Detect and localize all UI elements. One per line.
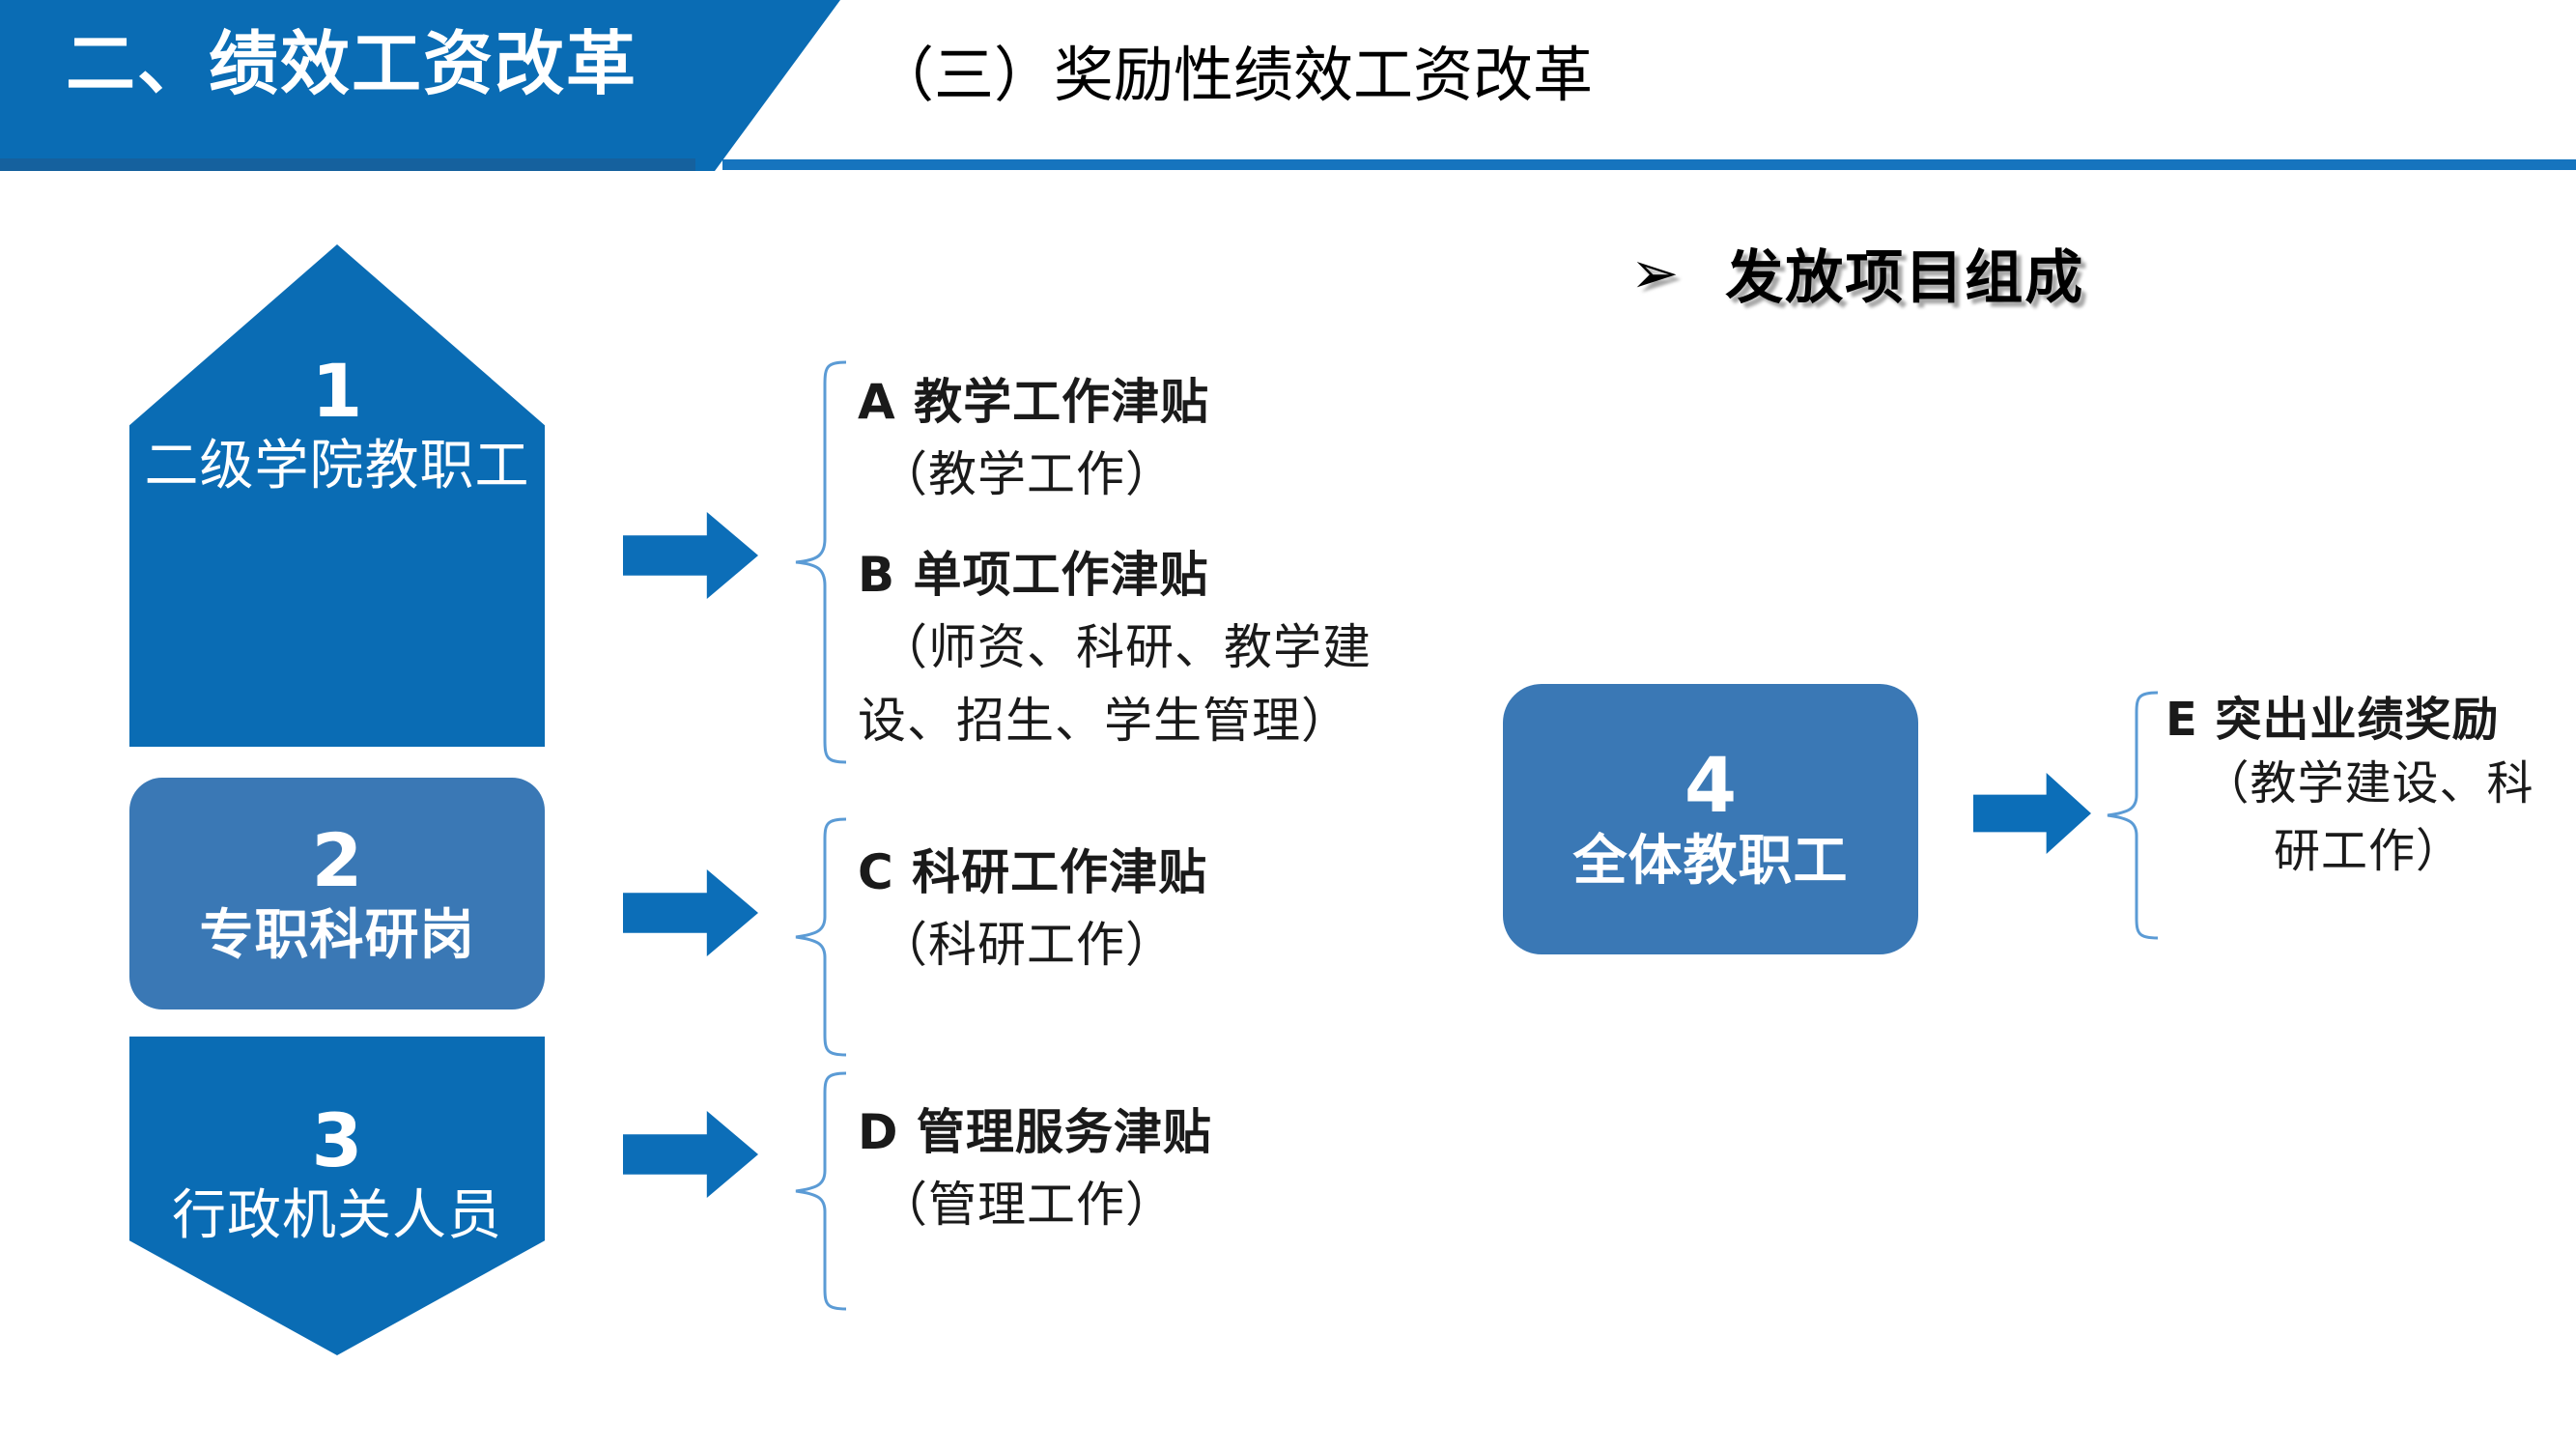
header-horizontal-rule <box>722 159 2576 170</box>
brace-c-icon <box>792 816 850 1058</box>
flow-arrow-right-icon-3 <box>623 1111 758 1198</box>
group-number-3: 3 <box>311 1097 363 1183</box>
item-e-title: E 突出业绩奖励 <box>2166 693 2500 747</box>
group-caption-1: 二级学院教职工 <box>144 435 530 498</box>
item-b-sub-line1: （师资、科研、教学建 <box>879 619 1372 675</box>
group-number-1: 1 <box>311 348 363 434</box>
brace-ab-icon <box>792 359 850 765</box>
item-e-sub-line1: （教学建设、科 <box>2202 756 2534 810</box>
flow-arrow-right-icon-2 <box>623 869 758 956</box>
group-shape-3[interactable]: 3 行政机关人员 <box>129 1037 545 1355</box>
brace-e-icon <box>2104 690 2162 941</box>
section-heading: ➢ 发放项目组成 <box>1630 231 2084 315</box>
item-a-sub: （教学工作） <box>879 446 1175 502</box>
item-c-sub: （科研工作） <box>879 917 1175 973</box>
item-group-d: D 管理服务津贴 （管理工作） <box>858 1096 1212 1241</box>
item-group-c: C 科研工作津贴 （科研工作） <box>858 837 1207 981</box>
item-b-title: B 单项工作津贴 <box>858 547 1209 603</box>
header-banner-title: 二、绩效工资改革 <box>66 23 638 104</box>
group-number-4: 4 <box>1684 743 1738 830</box>
item-b-sub-line2: 设、招生、学生管理） <box>858 693 1350 749</box>
group-caption-3: 行政机关人员 <box>172 1184 502 1247</box>
group-shape-1[interactable]: 1 二级学院教职工 <box>129 244 545 747</box>
flow-arrow-right-icon-1 <box>623 512 758 599</box>
header-banner-underline <box>0 158 695 171</box>
item-c-title: C 科研工作津贴 <box>858 844 1208 900</box>
arrow-bullet-icon: ➢ <box>1630 239 1680 307</box>
item-d-sub: （管理工作） <box>879 1177 1175 1233</box>
item-a-title: A 教学工作津贴 <box>858 374 1210 430</box>
group-shape-2[interactable]: 2 专职科研岗 <box>129 778 545 1009</box>
group-number-2: 2 <box>311 817 363 903</box>
group-shape-4[interactable]: 4 全体教职工 <box>1503 684 1918 954</box>
section-heading-label: 发放项目组成 <box>1725 244 2085 312</box>
group-caption-4: 全体教职工 <box>1572 830 1849 893</box>
item-d-title: D 管理服务津贴 <box>858 1104 1212 1160</box>
item-group-a: A 教学工作津贴 （教学工作） <box>858 366 1209 511</box>
header-subtitle: （三）奖励性绩效工资改革 <box>874 40 1594 110</box>
item-group-e: E 突出业绩奖励 （教学建设、科 研工作） <box>2166 690 2571 885</box>
item-group-b: B 单项工作津贴 （师资、科研、教学建 设、招生、学生管理） <box>858 539 1495 757</box>
flow-arrow-right-icon-4 <box>1973 773 2091 854</box>
item-e-sub-line2: 研工作） <box>2273 824 2463 878</box>
brace-d-icon <box>792 1070 850 1312</box>
group-caption-2: 专职科研岗 <box>199 904 475 967</box>
header-banner <box>0 0 840 171</box>
